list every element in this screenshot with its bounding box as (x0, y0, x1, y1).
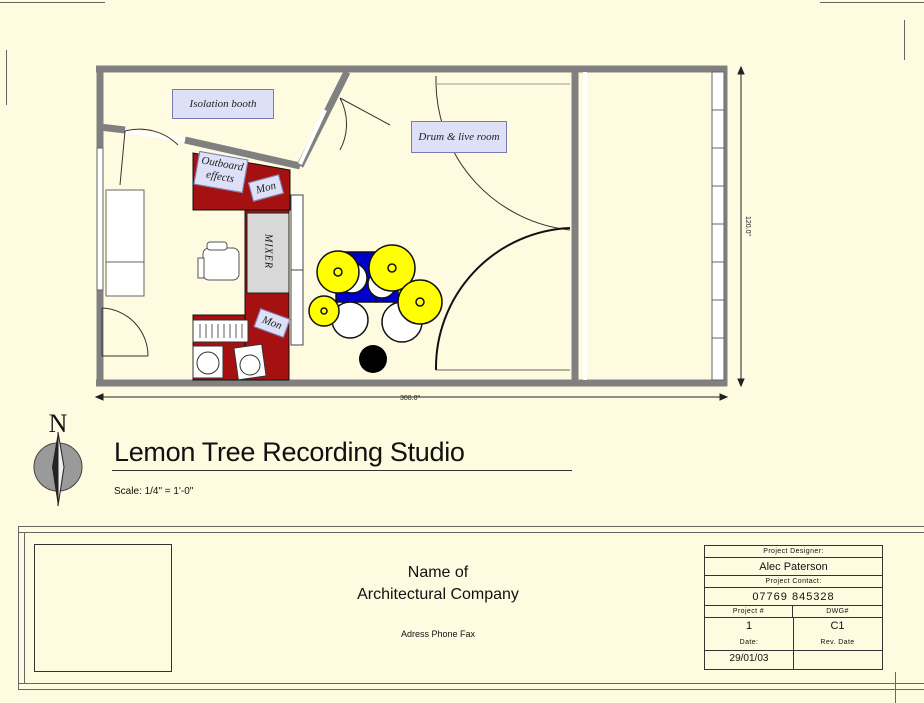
rack-units (192, 343, 267, 381)
dim-height: 120.0" (744, 216, 751, 237)
frame-bottom-tick (895, 672, 896, 703)
company-name: Name of Architectural Company (318, 562, 558, 606)
company-line-2: Architectural Company (357, 586, 519, 603)
scale-note: Scale: 1/4" = 1'-0" (114, 486, 194, 497)
title-underline (112, 470, 572, 471)
sliding-door-arc (434, 227, 571, 371)
company-address: Adress Phone Fax (400, 629, 476, 639)
contact-value: 07769 845328 (705, 588, 882, 606)
titleblock-top-line-1 (18, 526, 924, 527)
sofa (105, 189, 145, 297)
designer-value: Alec Paterson (705, 558, 882, 576)
middle-divider (793, 618, 794, 669)
mixer-console (246, 212, 290, 294)
chair (197, 241, 240, 281)
drum-stool (359, 345, 387, 373)
wall-openings (124, 72, 587, 380)
drum-live-room-label: Drum & live room (411, 121, 507, 153)
mixer-label: MIXER (262, 234, 274, 269)
doors (101, 76, 571, 357)
date-value: 29/01/03 (729, 653, 769, 664)
logo-box (34, 544, 172, 672)
compass-icon (33, 431, 83, 507)
project-no-label: Project # (705, 606, 793, 618)
contact-label: Project Contact: (705, 576, 882, 588)
titleblock-left-line-2 (24, 532, 25, 684)
frame-right-tick (904, 20, 905, 60)
isolation-booth-label: Isolation booth (172, 89, 274, 119)
titleblock-bottom-line-1 (18, 683, 924, 684)
window-strip (711, 71, 725, 381)
titleblock-top-line-2 (18, 532, 924, 533)
project-no-value: 1 (745, 620, 753, 632)
north-label: N (49, 409, 68, 438)
titleblock-bottom-line-2 (18, 689, 924, 690)
frame-top-right (820, 2, 924, 3)
date-label: Date: (739, 639, 759, 646)
rev-date-label: Rev. Date (820, 639, 855, 646)
date-row-line (705, 650, 882, 651)
keyboard (192, 319, 249, 343)
designer-label: Project Designer: (705, 546, 882, 558)
left-window (96, 147, 104, 291)
dim-width: 300.0" (400, 395, 421, 402)
frame-top-left (0, 2, 105, 3)
dimension-lines (94, 65, 745, 401)
dwg-label: DWG# (793, 606, 882, 618)
frame-left-tick (6, 50, 7, 105)
drawing-title: Lemon Tree Recording Studio (114, 437, 465, 467)
title-block: Project Designer: Alec Paterson Project … (704, 545, 883, 670)
drum-kit (308, 244, 443, 343)
titleblock-left-line-1 (18, 526, 19, 690)
dwg-value: C1 (830, 620, 845, 632)
company-line-1: Name of (407, 564, 469, 581)
